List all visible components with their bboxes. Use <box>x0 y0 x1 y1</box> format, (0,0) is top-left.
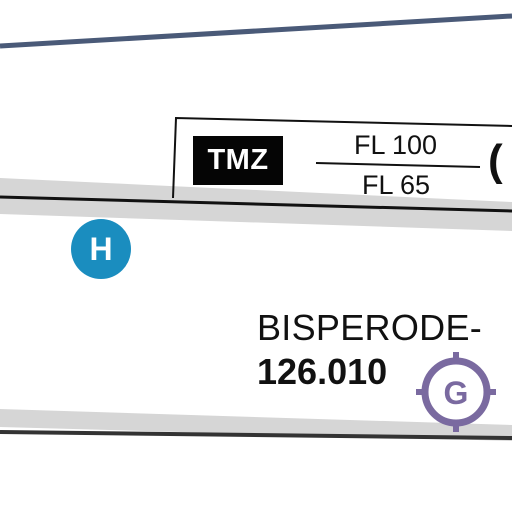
glider-site-glyph: G <box>444 375 469 411</box>
tmz-bracket-fragment: ( <box>488 136 503 185</box>
fl-divider <box>315 162 481 168</box>
airfield-frequency: 126.010 <box>257 351 388 392</box>
tmz-border-line-lower <box>0 430 512 440</box>
airfield-name: BISPERODE- <box>257 307 483 348</box>
tmz-border-band-lower <box>0 409 512 441</box>
tmz-upper-limit: FL 100 <box>354 130 438 160</box>
tmz-lower-limit: FL 65 <box>362 170 431 200</box>
glider-site-icon: G <box>416 352 496 432</box>
tmz-border-line-upper <box>0 195 512 213</box>
heliport-icon: H <box>71 219 131 279</box>
airspace-boundary-line <box>0 13 512 49</box>
tmz-label-box <box>172 116 512 199</box>
tmz-badge: TMZ <box>193 136 283 185</box>
